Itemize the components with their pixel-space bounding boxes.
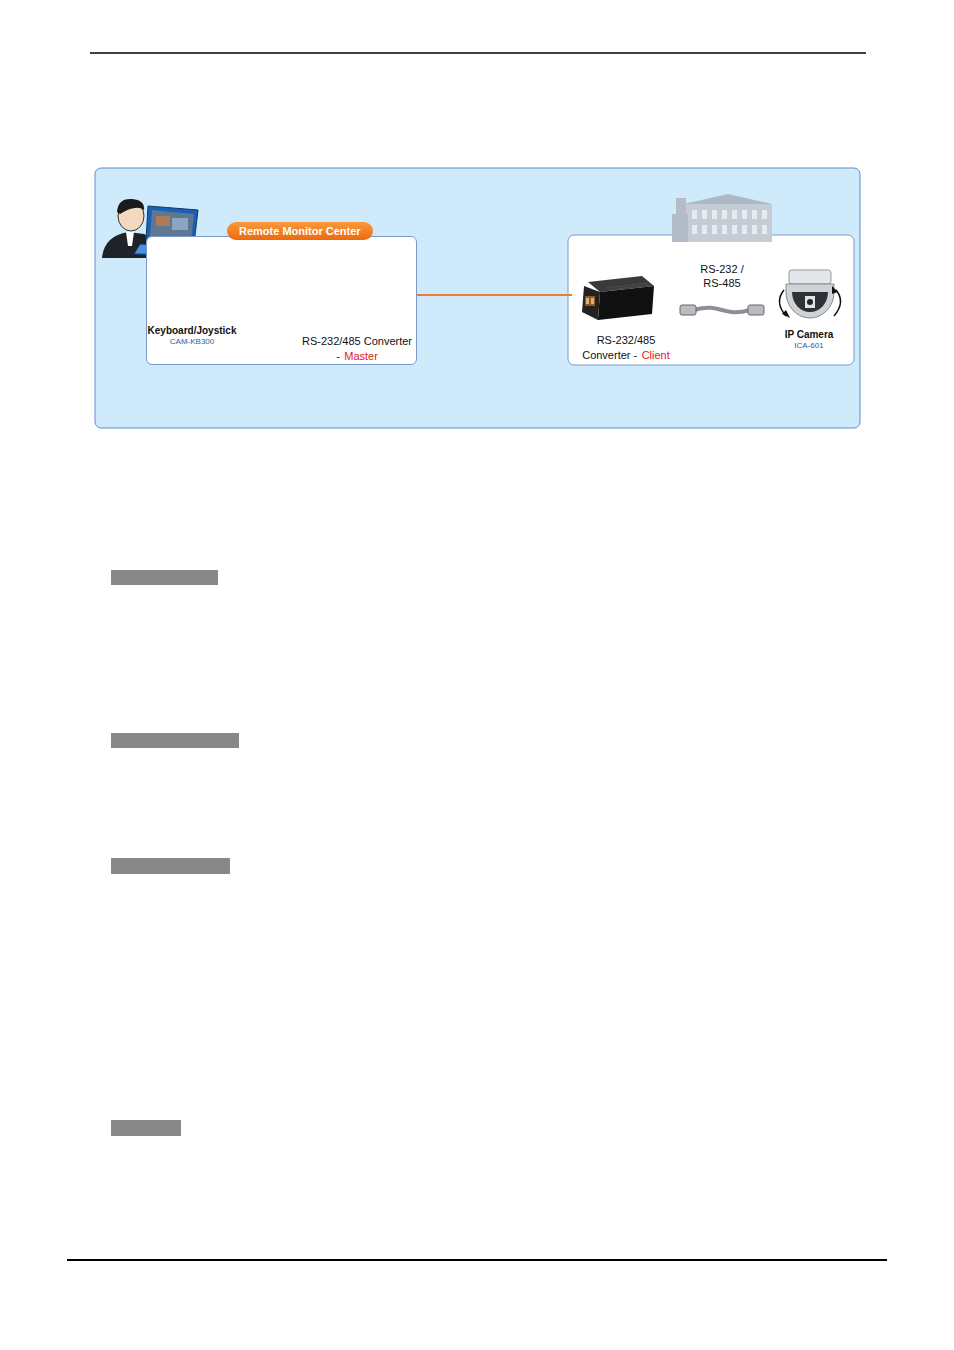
device-model: CAM-KB300 [143,337,241,347]
device-model: Master [344,350,378,362]
device-node: IP CameraICA-601 [764,266,854,352]
site-heading: Remote Monitor Center [227,222,373,240]
device-caption: RS-232/485 Converter - Master [300,333,414,363]
bottom-rule [67,1259,887,1261]
site-box: Remote Monitor CenterKeyboard/JoystickCA… [146,236,417,365]
device-model: Client [642,349,670,361]
heading-bar [111,1120,181,1136]
heading-bar [111,733,239,748]
device-node: RS-232/485 Converter - Master [297,273,417,363]
fiber-link [417,295,572,296]
heading-bar [111,570,218,585]
link-label: RS-232 / RS-485 [696,262,748,290]
heading-bar [111,858,230,874]
device-name: Keyboard/Joystick [143,325,241,337]
building-icon [672,194,772,242]
device-caption: IP CameraICA-601 [764,329,854,351]
device-node: Keyboard/JoystickCAM-KB300 [143,281,241,351]
serial-cable [680,305,764,315]
top-rule [90,52,866,54]
diagram-panel [95,168,860,428]
converter-icon [582,276,654,320]
camera-icon [779,270,840,318]
device-caption: Keyboard/JoystickCAM-KB300 [143,325,241,347]
device-caption: RS-232/485 Converter - Client [574,332,678,362]
device-name: IP Camera [764,329,854,341]
site-box [568,235,854,365]
device-node: RS-232/485 Converter - Client [572,272,680,362]
device-model: ICA-601 [764,341,854,351]
